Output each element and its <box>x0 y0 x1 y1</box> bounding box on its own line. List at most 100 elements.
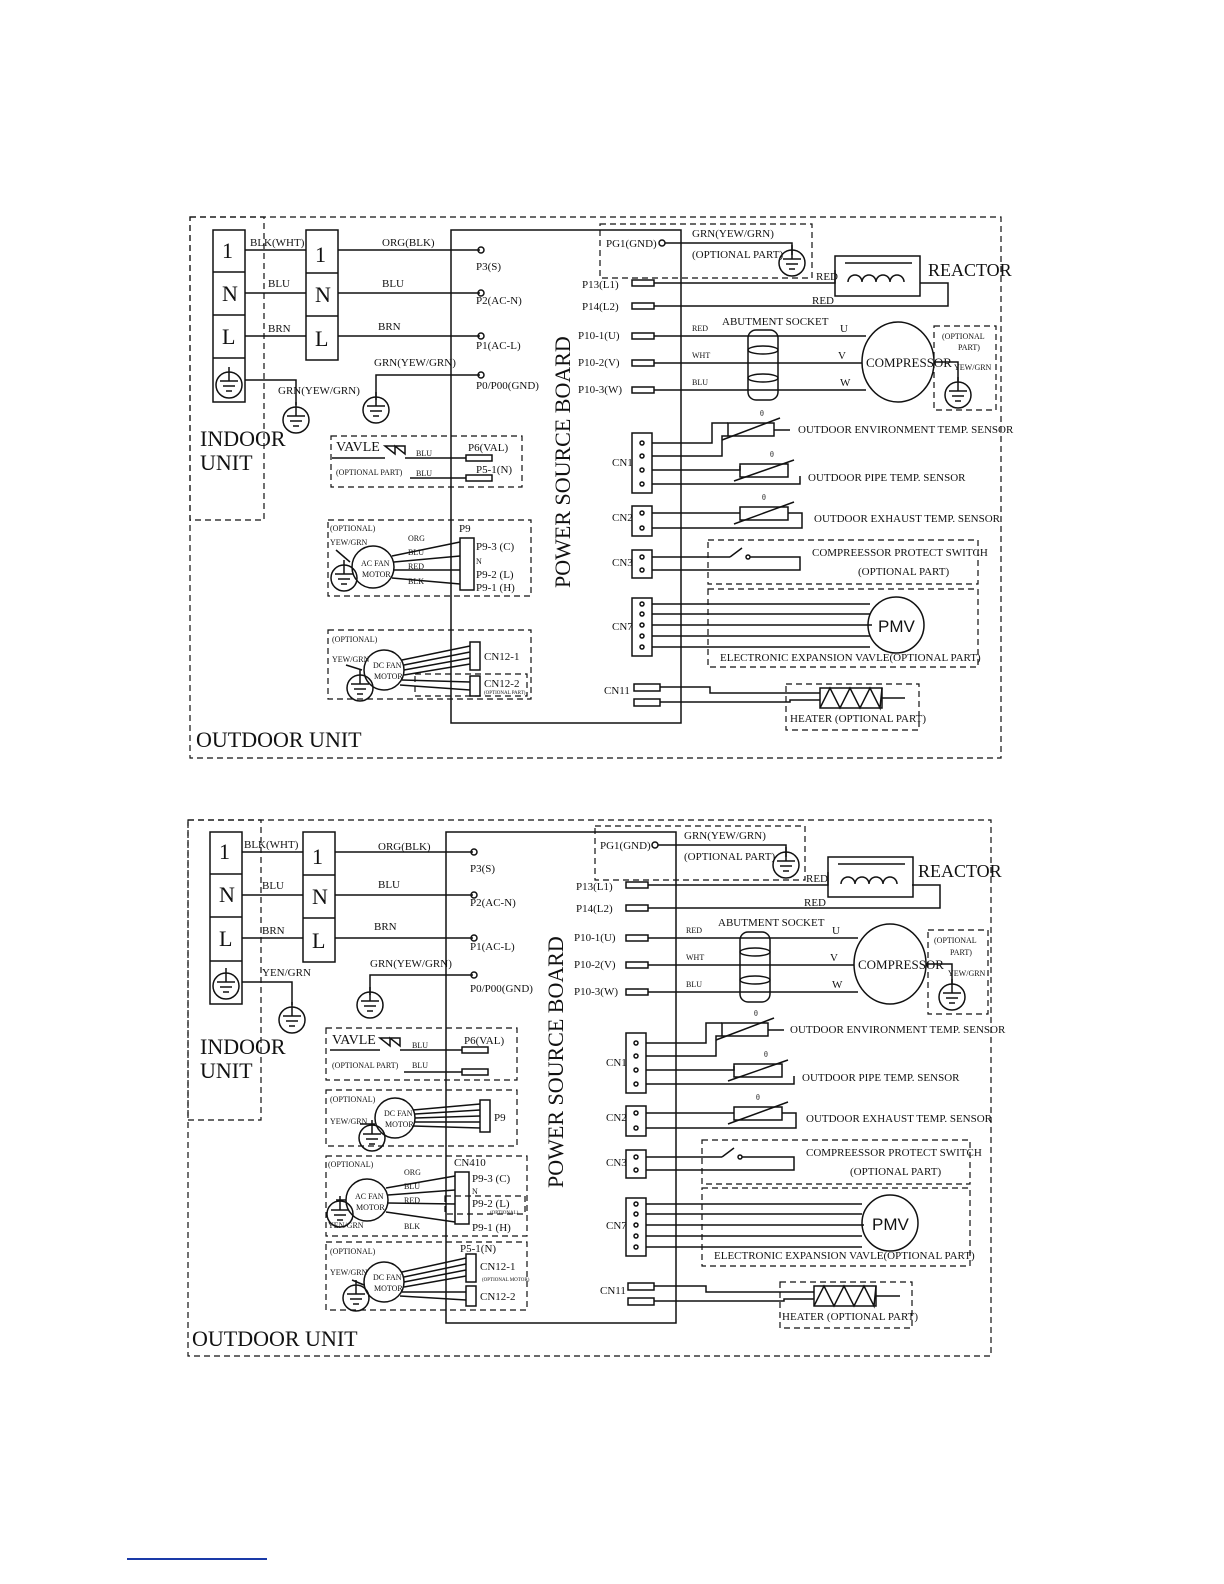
motor-label: MOTOR <box>385 1120 414 1129</box>
pmv-caption: ELECTRONIC EXPANSION VAVLE(OPTIONAL PART… <box>720 652 981 664</box>
board-pin-label: P10-2(V) <box>578 357 620 369</box>
board-pin-label: P6(VAL) <box>468 442 508 454</box>
abutment-socket-label: ABUTMENT SOCKET <box>722 316 829 328</box>
wire-label: BLU <box>268 278 290 290</box>
ground-icon <box>772 846 800 879</box>
wire-label: BLU <box>382 278 404 290</box>
optional-note: (OPTIONAL) <box>490 1211 519 1216</box>
switch-label: COMPREESSOR PROTECT SWITCH <box>806 1147 982 1159</box>
pg-note: (OPTIONAL PART) <box>692 249 783 261</box>
motor-label: AC FAN <box>355 1192 384 1201</box>
sensor-label: OUTDOOR ENVIRONMENT TEMP. SENSOR <box>798 424 1014 436</box>
pmv-icon <box>861 1194 919 1252</box>
sensor-label: OUTDOOR PIPE TEMP. SENSOR <box>808 472 966 484</box>
wire-label: ORG <box>404 1168 421 1177</box>
connector-label: CN2 <box>606 1112 627 1124</box>
abutment-socket-icon <box>739 931 771 1003</box>
indoor-terminal: 1 <box>222 238 233 263</box>
board-pin-label: P3(S) <box>476 261 501 273</box>
phase-label: U <box>832 925 840 937</box>
board-pin-label: CN12-1 <box>484 651 519 663</box>
outdoor-terminal: 1 <box>312 844 323 869</box>
indoor-unit-border <box>189 216 265 521</box>
connector-label: CN11 <box>600 1285 626 1297</box>
board-pin-label: CN12-2 <box>480 1291 515 1303</box>
dc-fan-optional-box <box>327 629 532 700</box>
indoor-terminal-block <box>209 831 243 1005</box>
board-pin-label: P10-3(W) <box>578 384 622 396</box>
wire-label: BLU <box>412 1061 428 1070</box>
ground-icon <box>342 1279 370 1312</box>
connector-label: CN3 <box>606 1157 627 1169</box>
board-pin-label: P10-1(U) <box>574 932 616 944</box>
pg-pin-label: PG1(GND) <box>606 238 657 250</box>
fan-connector <box>454 1171 470 1225</box>
indoor-terminal: N <box>219 882 235 907</box>
motor-label: MOTOR <box>362 570 391 579</box>
wire-label: WHT <box>686 953 704 962</box>
power-source-board <box>445 831 677 1324</box>
connector-label: P9 <box>494 1112 506 1124</box>
phase-label: V <box>838 350 846 362</box>
wire-label: BLU <box>412 1041 428 1050</box>
wire-label: BLK(WHT) <box>244 839 299 851</box>
indoor-unit-label: INDOOR <box>200 1034 286 1059</box>
ground-wire-label: YEW/GRN <box>330 538 368 547</box>
pg-note: (OPTIONAL PART) <box>684 851 775 863</box>
outdoor-unit-label: OUTDOOR UNIT <box>192 1326 358 1351</box>
ground-wire-label: GRN(YEW/GRN) <box>370 958 452 970</box>
board-label: POWER SOURCE BOARD <box>543 936 568 1188</box>
wire-label: WHT <box>692 351 710 360</box>
optional-note: (OPTIONAL) <box>332 635 378 644</box>
connector-label: CN7 <box>606 1220 627 1232</box>
indoor-unit-label: UNIT <box>200 1058 253 1083</box>
cn1-connector <box>625 1032 647 1094</box>
valve-icon <box>382 444 406 456</box>
indoor-terminal: L <box>219 926 232 951</box>
board-pin-label: P0/P00(GND) <box>476 380 539 392</box>
switch-icon <box>729 547 743 558</box>
theta-label: θ <box>764 1050 768 1059</box>
optional-note: (OPTIONAL) <box>330 1095 376 1104</box>
ground-icon <box>944 376 972 409</box>
wire-label: BLU <box>416 469 432 478</box>
board-pin-label: P0/P00(GND) <box>470 983 533 995</box>
heater-label: HEATER (OPTIONAL PART) <box>790 713 926 725</box>
wire-label: BLU <box>408 548 424 557</box>
valve-label: VAVLE <box>336 440 380 455</box>
optional-note: (OPTIONAL) <box>330 1247 376 1256</box>
optional-note: (OPTIONAL <box>942 332 985 341</box>
board-pin-label: P13(L1) <box>582 279 619 291</box>
board-pin-label: CN12-1 <box>480 1261 515 1273</box>
thermistor-icon <box>733 1063 783 1078</box>
wire-label: RED <box>806 873 828 885</box>
ground-icon <box>212 967 240 1000</box>
ground-wire-label: YEN/GRN <box>262 967 311 979</box>
wire-label: BRN <box>268 323 291 335</box>
connector-label: CN3 <box>612 557 633 569</box>
wire-label: BRN <box>374 921 397 933</box>
fan-connector <box>469 675 481 697</box>
indoor-terminal-block <box>212 229 246 403</box>
reactor-label: REACTOR <box>928 260 1012 280</box>
wire-label: RED <box>404 1196 420 1205</box>
dc-fan-motor-icon <box>363 1261 405 1303</box>
compressor-label: COMPRESSOR <box>858 957 944 972</box>
reactor-icon <box>827 856 914 898</box>
ground-wire-label: YEW/GRN <box>332 655 370 664</box>
wire-label: BLU <box>686 980 702 989</box>
switch-optional-box <box>701 1139 971 1185</box>
motor-label: AC FAN <box>361 559 390 568</box>
wire-label: BLU <box>262 880 284 892</box>
board-pin-label: P3(S) <box>470 863 495 875</box>
thermistor-icon <box>739 506 789 521</box>
theta-label: θ <box>760 409 764 418</box>
ground-wire-label: YEW/GRN <box>954 363 992 372</box>
optional-note: PART) <box>950 948 972 957</box>
board-pin-label: CN12-2 <box>484 678 519 690</box>
pg-wire-label: GRN(YEW/GRN) <box>684 830 766 842</box>
wire-label: BLU <box>404 1182 420 1191</box>
connector-label: CN410 <box>454 1157 486 1169</box>
board-pin-label: P2(AC-N) <box>470 897 516 909</box>
